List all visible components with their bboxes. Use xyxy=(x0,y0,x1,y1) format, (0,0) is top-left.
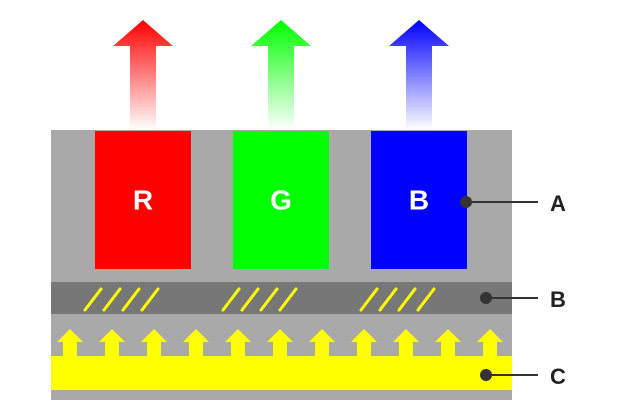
light-ray-icon xyxy=(267,329,293,358)
light-ray-icon xyxy=(393,329,419,358)
light-ray-icon xyxy=(435,329,461,358)
callout-c: C xyxy=(480,364,566,389)
callout-b: B xyxy=(480,287,566,312)
channel-label-r: R xyxy=(133,184,153,215)
callout-label-a: A xyxy=(550,191,566,216)
light-ray-icon xyxy=(351,329,377,358)
filter-cell-red xyxy=(95,131,191,269)
color-filter-cells: R G B xyxy=(95,131,467,269)
backlight-rays xyxy=(57,329,503,358)
arrow-up-icon xyxy=(389,20,449,130)
callout-label-c: C xyxy=(550,364,566,389)
callout-a: A xyxy=(460,191,566,216)
channel-label-g: G xyxy=(270,184,292,215)
light-ray-icon xyxy=(183,329,209,358)
light-ray-icon xyxy=(225,329,251,358)
light-ray-icon xyxy=(477,329,503,358)
light-ray-icon xyxy=(141,329,167,358)
arrow-up-icon xyxy=(251,20,311,130)
light-ray-icon xyxy=(99,329,125,358)
callout-label-b: B xyxy=(550,287,566,312)
backlight-source xyxy=(51,356,512,390)
arrow-up-icon xyxy=(113,20,173,130)
filter-cell-green xyxy=(233,131,329,269)
emitted-light-arrows xyxy=(113,20,449,130)
channel-label-b: B xyxy=(409,184,429,215)
filter-cell-blue xyxy=(371,131,467,269)
light-ray-icon xyxy=(309,329,335,358)
light-ray-icon xyxy=(57,329,83,358)
liquid-crystal-stripes xyxy=(83,287,436,312)
